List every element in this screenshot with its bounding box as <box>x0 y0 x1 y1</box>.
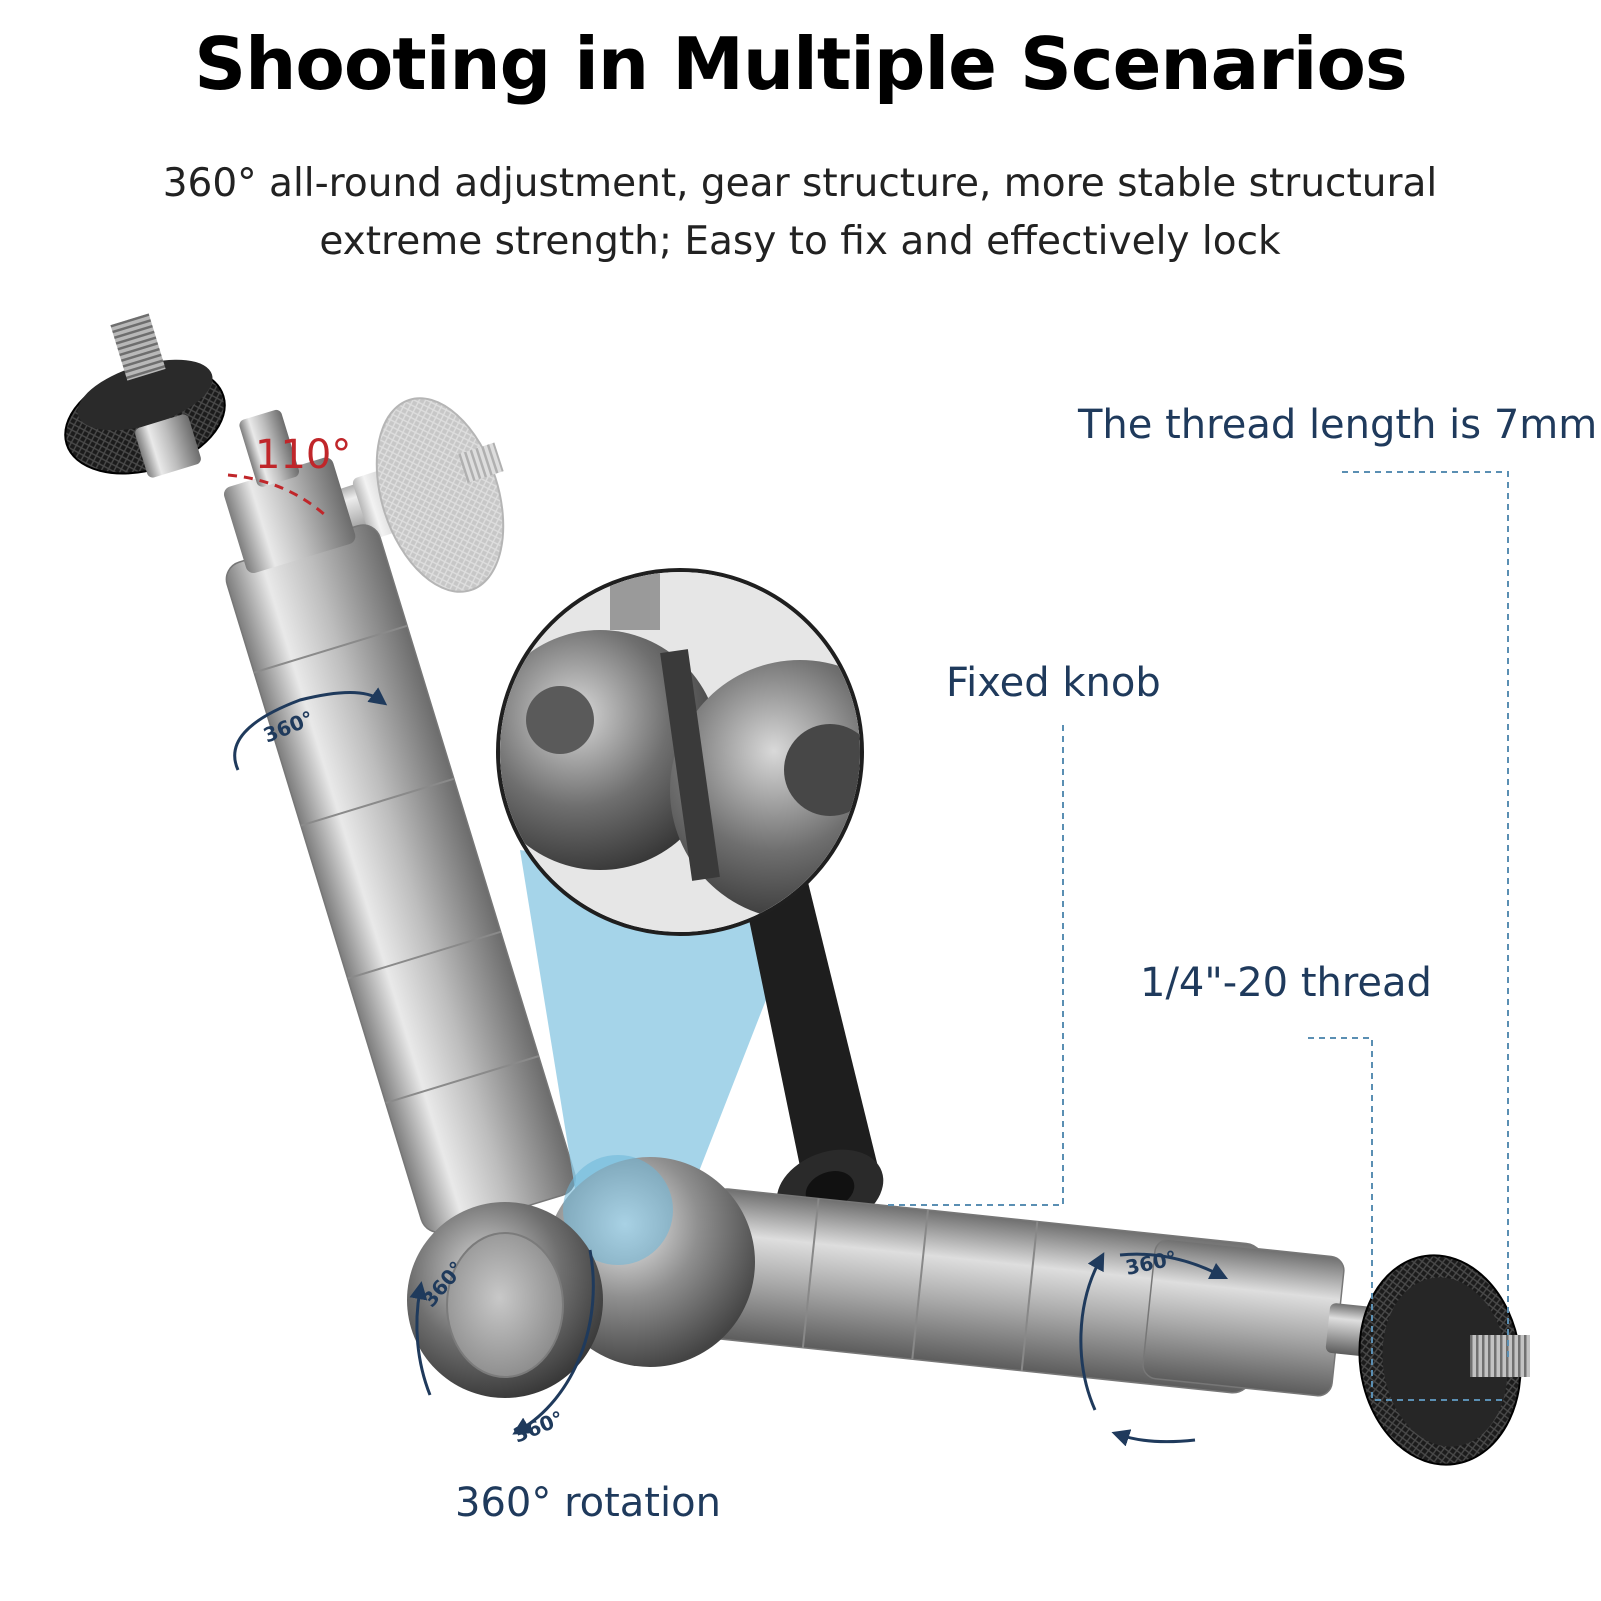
angle-arc <box>227 473 326 517</box>
fixed-knob-label: Fixed knob <box>946 660 1161 706</box>
thread-length-label: The thread length is 7mm <box>1078 402 1598 448</box>
page-subtitle: 360° all-round adjustment, gear structur… <box>140 155 1460 271</box>
lower-arm <box>694 1188 1400 1397</box>
top-knob <box>64 313 226 478</box>
rotation-arrows <box>233 687 1229 1447</box>
thread-size-label: 1/4"-20 thread <box>1140 960 1432 1006</box>
subtitle-line-1: 360° all-round adjustment, gear structur… <box>162 161 1438 206</box>
subtitle-line-2: extreme strength; Easy to fix and effect… <box>319 219 1281 264</box>
rotation-label: 360° rotation <box>455 1480 721 1526</box>
bottom-knob <box>1358 1254 1530 1466</box>
leader-lines <box>885 471 1509 1401</box>
rot-label-joint-bottom: 360° <box>510 1406 567 1448</box>
upper-arm <box>223 409 576 1234</box>
center-ball-joint <box>407 1155 755 1398</box>
angle-label: 110° <box>255 432 351 478</box>
page-title: Shooting in Multiple Scenarios <box>194 22 1408 106</box>
zoom-highlight-cone <box>520 850 805 1220</box>
lock-handle <box>745 870 884 1231</box>
zoom-inset <box>496 568 864 936</box>
